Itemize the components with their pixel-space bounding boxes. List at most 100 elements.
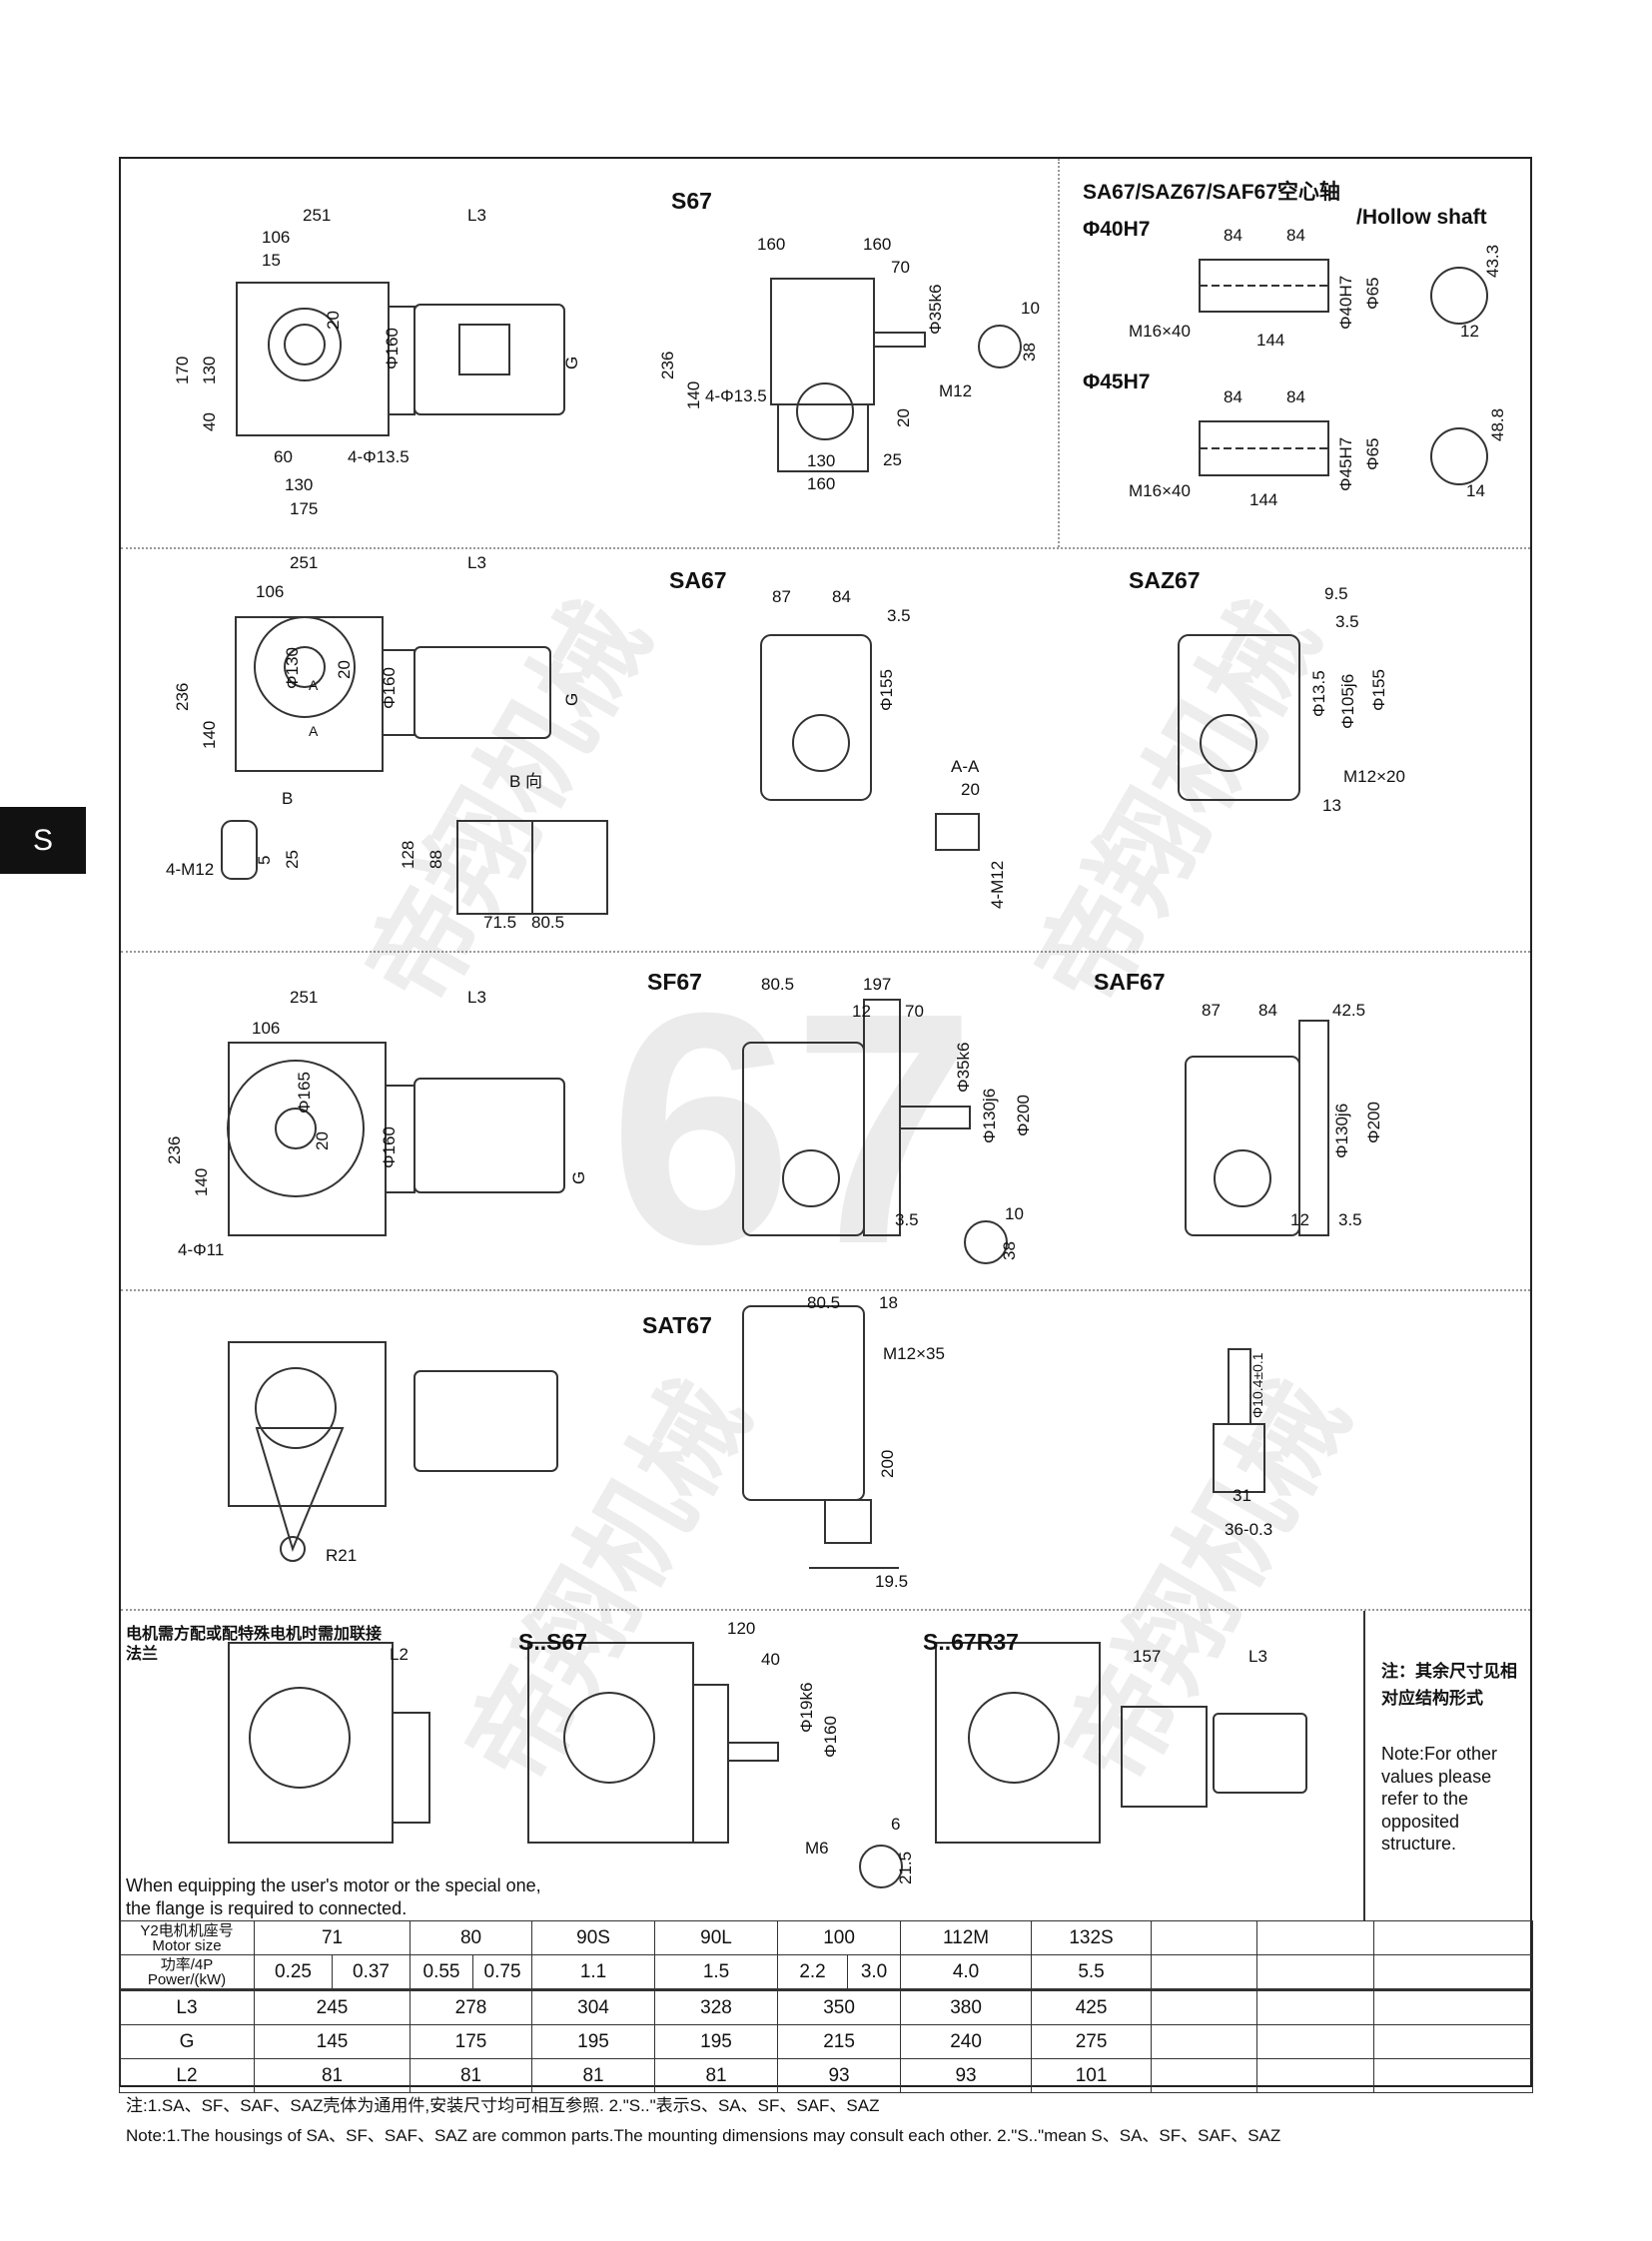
dim-label: M12×20	[1343, 767, 1405, 786]
row-label: G	[119, 2024, 255, 2059]
table-cell	[1256, 1954, 1375, 1991]
dim-label: 251	[290, 553, 319, 572]
table-cell: 93	[900, 2058, 1033, 2093]
hollow-shaft-40-drawing	[1199, 259, 1488, 325]
dim-label: M12×35	[883, 1344, 945, 1363]
dim-label: 144	[1256, 331, 1285, 350]
dim-label: 4-M12	[166, 860, 215, 879]
dim-label: R21	[326, 1546, 358, 1565]
table-cell	[1373, 2024, 1534, 2059]
table-cell: 71	[253, 1920, 412, 1955]
dim-label: 160	[863, 235, 892, 254]
table-cell: 0.55	[410, 1954, 474, 1991]
flange-note-cn: 电机需方配或配特殊电机时需加联接法兰	[126, 1626, 383, 1663]
table-cell: 240	[900, 2024, 1033, 2059]
dim-label: 14	[1466, 481, 1485, 500]
table-cell	[1151, 1920, 1258, 1955]
dim-label: 25	[283, 850, 302, 869]
table-cell: 81	[654, 2058, 779, 2093]
dim-label: 4-M12	[988, 860, 1007, 909]
table-cell: 93	[777, 2058, 902, 2093]
table-cell: 81	[531, 2058, 656, 2093]
title-saf67: SAF67	[1094, 969, 1166, 995]
bore-40h7-title: Φ40H7	[1083, 218, 1151, 241]
hollow-shaft-title-en: /Hollow shaft	[1356, 206, 1487, 229]
dim-label: L3	[1248, 1647, 1267, 1666]
dim-label: Φ130j6	[980, 1088, 999, 1143]
dim-label: Φ130	[283, 647, 302, 689]
dim-label: 42.5	[1332, 1001, 1366, 1020]
dim-label: 20	[324, 311, 343, 330]
dim-label: 38	[1020, 343, 1039, 362]
dim-label: 84	[1258, 1001, 1277, 1020]
table-cell	[1373, 2058, 1534, 2093]
flange-note-en: When equipping the user's motor or the s…	[126, 1875, 541, 1918]
hollow-shaft-title: SA67/SAZ67/SAF67空心轴	[1083, 181, 1340, 204]
dim-label: 170	[173, 356, 192, 384]
table-cell: 5.5	[1031, 1954, 1153, 1991]
section-tab-s[interactable]: S	[0, 807, 86, 874]
bore-45h7-title: Φ45H7	[1083, 371, 1151, 393]
dim-label: A	[309, 677, 319, 693]
table-cell: 195	[654, 2024, 779, 2059]
dim-label: Φ35k6	[954, 1042, 973, 1093]
dim-label: Φ19k6	[797, 1682, 816, 1733]
divider	[1363, 1611, 1365, 1920]
dim-label: M16×40	[1129, 322, 1191, 341]
dim-label: A	[309, 723, 319, 739]
dim-label: 175	[290, 499, 319, 518]
side-note-en: Note:For other values please refer to th…	[1381, 1744, 1498, 1854]
dim-label: 87	[772, 587, 791, 606]
table-cell: 145	[253, 2024, 412, 2059]
dim-label: 130	[807, 451, 836, 470]
table-cell: 278	[410, 1989, 533, 2025]
divider	[121, 1609, 1530, 1611]
title-sf67: SF67	[647, 969, 702, 995]
table-cell: 2.2	[777, 1954, 849, 1991]
dim-label: 197	[863, 975, 892, 994]
table-cell: 380	[900, 1989, 1033, 2025]
dim-label: 157	[1133, 1647, 1162, 1666]
dim-label: 40	[200, 412, 219, 431]
sa67-side-drawing	[235, 616, 551, 772]
dim-label: 236	[173, 682, 192, 711]
dim-label: 84	[1224, 226, 1242, 245]
sa67-front-drawing	[760, 634, 872, 801]
section-aa-label: A-A	[951, 757, 980, 776]
dim-label: L3	[467, 988, 486, 1007]
table-cell: 132S	[1031, 1920, 1153, 1955]
dim-label: 38	[1000, 1241, 1019, 1260]
dim-label: 18	[879, 1293, 898, 1312]
dim-label: L3	[467, 553, 486, 572]
table-cell: 195	[531, 2024, 656, 2059]
dim-label: 10	[1021, 299, 1040, 318]
table-cell: 3.0	[847, 1954, 902, 1991]
table-cell	[1373, 1920, 1534, 1955]
dim-label: 128	[399, 840, 417, 869]
dim-label: Φ160	[383, 328, 402, 370]
divider	[121, 547, 1530, 549]
dim-label: 130	[200, 356, 219, 384]
table-row-l3: L3 245 278 304 328 350 380 425	[119, 1989, 1534, 2025]
cap-detail-drawing	[221, 820, 258, 880]
table-cell: 0.37	[331, 1954, 412, 1991]
dim-label: 3.5	[1338, 1210, 1362, 1229]
dim-label: 251	[290, 988, 319, 1007]
dim-label: 21.5	[896, 1851, 915, 1884]
sf67-side-drawing	[227, 1042, 565, 1236]
table-cell: 0.25	[254, 1954, 333, 1991]
dim-label: L2	[390, 1645, 409, 1664]
dim-label: 12	[1460, 322, 1479, 341]
dim-label: G	[562, 692, 581, 706]
table-cell: 81	[253, 2058, 412, 2093]
dim-label: Φ65	[1363, 437, 1382, 470]
hollow-shaft-45-drawing	[1199, 420, 1488, 485]
dim-label: Φ130j6	[1332, 1103, 1351, 1158]
dim-label: 15	[262, 251, 281, 270]
aa-section-drawing	[935, 813, 980, 851]
dim-label: Φ155	[1369, 669, 1388, 711]
dim-label: 20	[961, 780, 980, 799]
